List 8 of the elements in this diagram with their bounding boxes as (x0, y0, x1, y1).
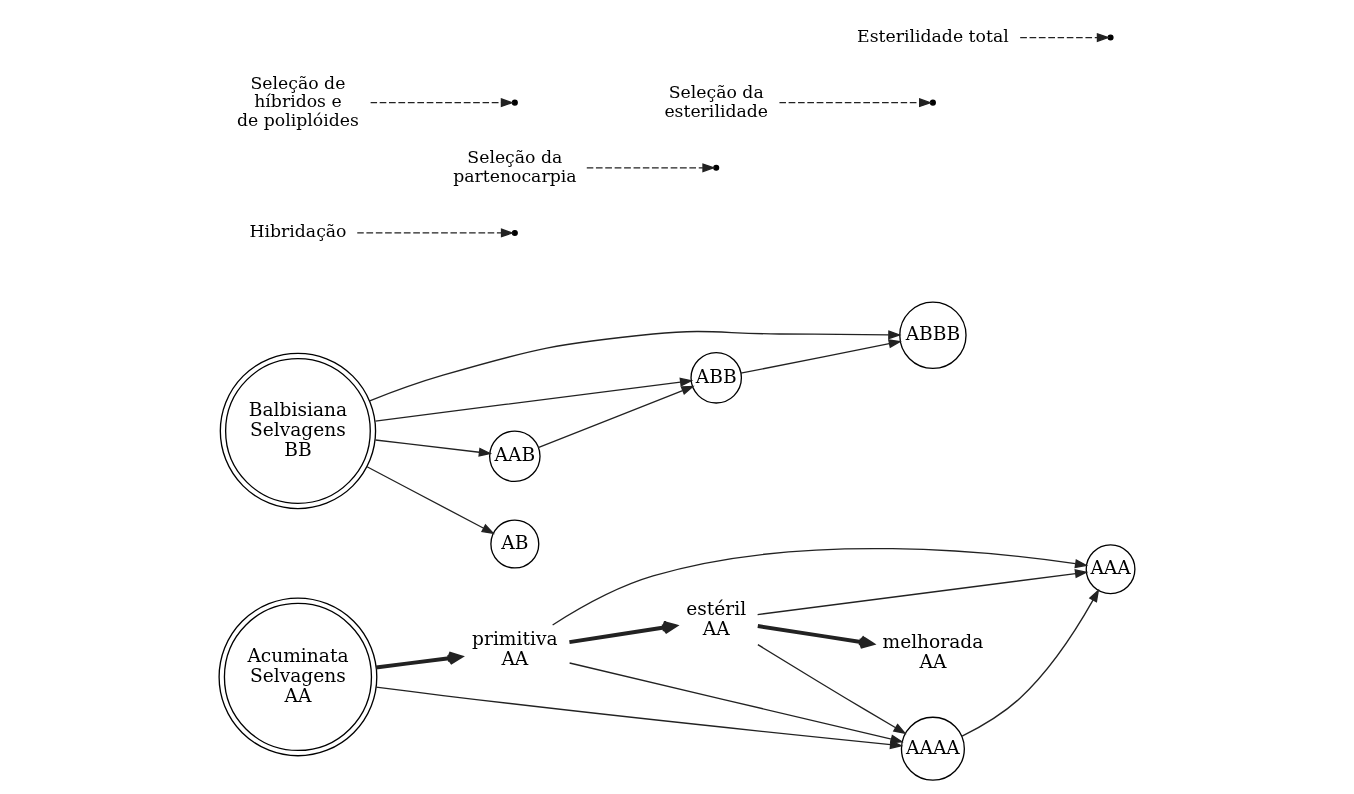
node-text: primitiva AA (472, 628, 558, 670)
node-text: Hibridação (249, 221, 347, 242)
node-text: Seleção da esterilidade (664, 81, 769, 121)
node-text: Esterilidade total (857, 26, 1009, 47)
node-text: Seleção da partenocarpia (453, 147, 577, 186)
node-text: Seleção de híbridos e de poliplóides (237, 72, 359, 130)
node-text: melhorada AA (882, 630, 984, 672)
node-text: estéril AA (686, 597, 747, 639)
